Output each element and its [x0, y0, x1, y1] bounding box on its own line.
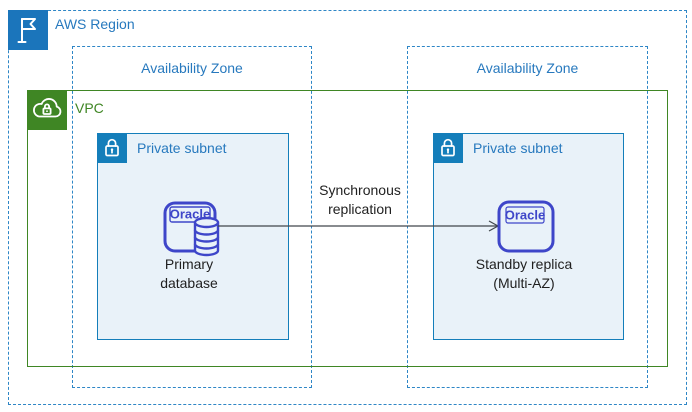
availability-zone-1-boundary: Availability Zone: [72, 46, 312, 388]
standby-replica-label-line2: (Multi-AZ): [493, 275, 555, 291]
standby-replica-label: Standby replica (Multi-AZ): [444, 255, 604, 293]
vpc-cloud-lock-icon: [27, 90, 67, 130]
standby-replica-label-line1: Standby replica: [475, 256, 573, 272]
replication-label: Synchronous replication: [296, 181, 424, 219]
primary-database-label: Primary database: [134, 255, 244, 293]
primary-database-label-line2: database: [160, 275, 218, 291]
availability-zone-2-boundary: Availability Zone: [407, 46, 648, 388]
private-subnet-2-label: Private subnet: [473, 140, 563, 156]
availability-zone-2-label: Availability Zone: [476, 60, 579, 76]
replication-label-line1: Synchronous: [319, 182, 401, 198]
private-subnet-2-box: [433, 133, 624, 340]
replication-label-line2: replication: [328, 201, 392, 217]
private-subnet-1-box: [97, 133, 289, 340]
replication-arrow: [218, 220, 500, 232]
oracle-logo-text: Oracle: [505, 208, 545, 223]
availability-zone-1-label: Availability Zone: [141, 60, 243, 76]
oracle-primary-database-icon: Oracle: [160, 197, 220, 257]
private-subnet-1-lock-icon: [97, 133, 127, 163]
oracle-standby-replica-icon: Oracle: [496, 198, 556, 256]
primary-database-label-line1: Primary: [164, 256, 214, 272]
aws-region-flag-icon: [8, 10, 48, 50]
private-subnet-2-lock-icon: [433, 133, 463, 163]
vpc-label: VPC: [75, 100, 104, 116]
vpc-boundary: [27, 90, 668, 367]
private-subnet-1-label: Private subnet: [137, 140, 227, 156]
aws-region-label: AWS Region: [55, 16, 135, 32]
aws-region-boundary: [8, 10, 687, 405]
